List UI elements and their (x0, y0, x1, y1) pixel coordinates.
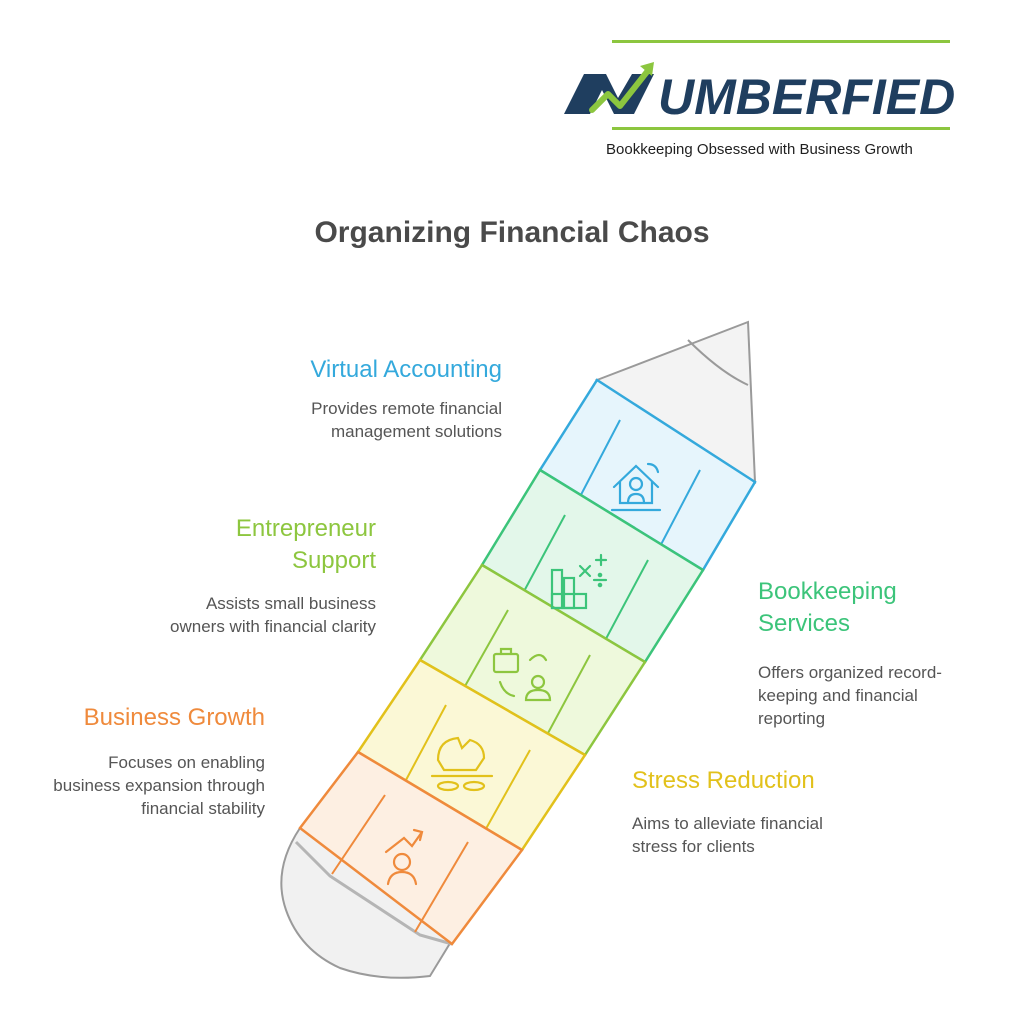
label-business-growth: Business Growth Focuses on enabling busi… (53, 702, 265, 820)
logo-tagline: Bookkeeping Obsessed with Business Growt… (606, 141, 913, 158)
title-bookkeeping-services: Bookkeeping Services (758, 576, 942, 640)
segment-business-growth-facet (331, 794, 469, 933)
label-bookkeeping-services: Bookkeeping Services Offers organized re… (758, 576, 942, 730)
desc-line: business expansion through (53, 776, 265, 795)
title-line: Support (291, 547, 376, 574)
desc-line: management solutions (330, 422, 502, 441)
desc-line: financial stability (141, 799, 265, 818)
title-business-growth: Business Growth (83, 704, 265, 731)
desc-line: Assists small business (205, 594, 376, 613)
numberfied-logo: UMBERFIED (564, 62, 955, 125)
logo-arrow-head (640, 62, 654, 76)
desc-virtual-accounting: Provides remote financial management sol… (310, 397, 502, 443)
pencil-tip-point (687, 339, 749, 386)
logo-bottom-rule (612, 127, 950, 130)
title-entrepreneur-support: Entrepreneur Support (170, 513, 376, 577)
desc-line: stress for clients (632, 837, 755, 856)
desc-line: Aims to alleviate financial (632, 814, 823, 833)
label-entrepreneur-support: Entrepreneur Support Assists small busin… (170, 513, 376, 638)
books-math-icon (550, 553, 608, 610)
house-laptop-icon (610, 462, 662, 512)
title-line: Entrepreneur (235, 515, 376, 542)
desc-line: Offers organized record- (758, 663, 942, 682)
title-line: Services (758, 610, 851, 637)
logo-wordmark: UMBERFIED (658, 69, 955, 125)
pencil-ferrule (294, 840, 453, 946)
title-line: Bookkeeping (758, 578, 897, 605)
logo-check-arrow (589, 65, 653, 113)
pencil-eraser (280, 826, 454, 979)
desc-line: owners with financial clarity (170, 617, 376, 636)
briefcase-person-icon (492, 647, 552, 702)
logo-top-rule (612, 40, 950, 43)
desc-entrepreneur-support: Assists small business owners with finan… (170, 592, 376, 638)
desc-line: Provides remote financial (311, 399, 502, 418)
title-virtual-accounting: Virtual Accounting (310, 356, 502, 383)
desc-line: reporting (758, 709, 826, 728)
desc-business-growth: Focuses on enabling business expansion t… (53, 751, 265, 820)
title-stress-reduction: Stress Reduction (632, 767, 815, 794)
person-growth-icon (384, 828, 424, 886)
label-virtual-accounting: Virtual Accounting Provides remote finan… (310, 354, 502, 443)
desc-bookkeeping-services: Offers organized record- keeping and fin… (758, 661, 942, 730)
segment-business-growth (298, 750, 524, 946)
page-title: Organizing Financial Chaos (314, 216, 710, 249)
broken-piggy-bank-icon (430, 736, 494, 792)
desc-line: Focuses on enabling (108, 753, 265, 772)
label-stress-reduction: Stress Reduction Aims to alleviate finan… (632, 765, 823, 858)
desc-stress-reduction: Aims to alleviate financial stress for c… (632, 812, 823, 858)
desc-line: keeping and financial (758, 686, 918, 705)
